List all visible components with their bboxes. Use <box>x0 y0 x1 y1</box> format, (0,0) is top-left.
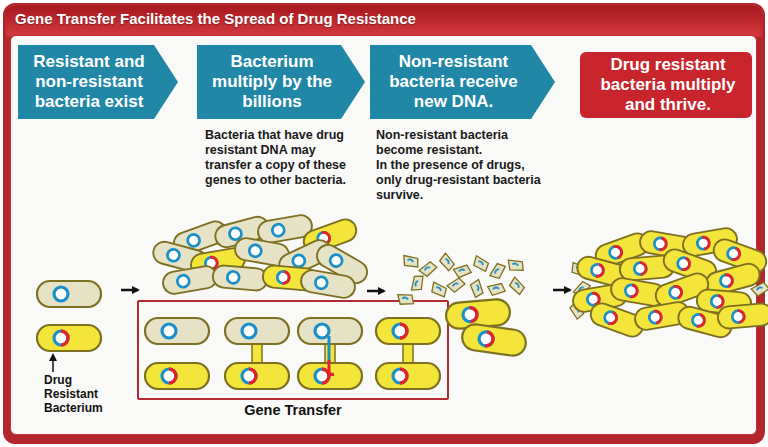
bacterium-resistant <box>633 300 690 331</box>
shape-label: Resistant and non-resistant bacteria exi… <box>18 45 178 119</box>
title-text: Gene Transfer Facilitates the Spread of … <box>15 10 416 28</box>
stage-arrow: Resistant and non-resistant bacteria exi… <box>18 45 178 128</box>
bacterium-plain <box>313 241 371 287</box>
cell-debris <box>446 277 466 294</box>
stage-note: Non-resistant bacteria become resistant. <box>376 128 551 158</box>
bacterium-resistant <box>704 261 762 296</box>
cell-debris <box>470 279 484 298</box>
cell-debris <box>569 300 585 320</box>
bacterium-plain <box>37 281 101 307</box>
stage-note: Bacteria that have drug resistant DNA ma… <box>205 128 347 188</box>
arrow-shape <box>18 45 178 119</box>
bacterium-resistant <box>661 246 720 285</box>
box-shape <box>580 52 752 118</box>
bacterium-resistant <box>571 282 628 313</box>
bacterium-resistant <box>145 363 209 389</box>
bacterium-resistant <box>189 246 246 277</box>
stage-arrow: Bacterium multiply by the billionsBacter… <box>197 45 365 188</box>
cell-debris <box>569 261 589 279</box>
bacterium-plain <box>233 236 290 267</box>
cell-debris <box>429 280 449 299</box>
step-arrow <box>553 289 570 292</box>
cell-debris <box>418 260 438 278</box>
bacterium-plain <box>256 213 313 244</box>
bacterium-plain <box>299 268 356 299</box>
bacterium-resistant <box>461 323 528 358</box>
bacterium-plain <box>276 236 335 279</box>
shape-label: Bacterium multiply by the billions <box>197 45 365 119</box>
cell-debris <box>453 265 472 279</box>
cell-debris <box>410 273 426 293</box>
bacterium-resistant <box>681 226 738 257</box>
cell-debris <box>507 276 526 296</box>
leader-arrow <box>52 355 54 372</box>
bacterium-plain <box>145 318 209 344</box>
bacterium-resistant <box>445 298 511 329</box>
step-arrow <box>121 289 138 292</box>
stage-heading: Resistant and non-resistant bacteria exi… <box>22 52 156 112</box>
step-arrow <box>367 290 384 293</box>
bacterium-plain <box>212 265 268 292</box>
bacterium-resistant <box>676 304 734 339</box>
stage-heading: Drug resistant bacteria multiply and thr… <box>584 55 752 115</box>
bacterium-resistant <box>298 363 362 389</box>
cell-debris <box>471 254 491 273</box>
stage-note: In the presence of drugs, only drug-resi… <box>376 158 551 203</box>
arrow-shape <box>370 45 555 119</box>
bacterium-resistant <box>696 289 752 316</box>
cell-debris <box>488 261 507 281</box>
dna-strand-gene <box>329 360 334 375</box>
conjugation-bridge <box>403 341 413 365</box>
bacterium-plain <box>161 264 218 295</box>
bacterium-plain <box>151 239 209 274</box>
bacterium-resistant <box>638 229 695 260</box>
bacterium-resistant <box>301 216 360 255</box>
result-box: Drug resistant bacteria multiply and thr… <box>580 52 752 127</box>
bacterium-resistant <box>575 254 633 289</box>
bacterium-plain <box>171 218 230 257</box>
bacterium-resistant <box>619 255 675 282</box>
cell-debris <box>438 252 456 272</box>
dna-strand <box>328 336 331 362</box>
bacterium-plain <box>213 214 271 249</box>
bacterium-resistant <box>37 325 101 351</box>
bacterium-resistant <box>717 303 768 330</box>
bacterium-resistant <box>593 230 652 269</box>
arrow-shape <box>197 45 365 119</box>
conjugation-bridge <box>252 341 262 365</box>
bacterium-resistant <box>262 265 318 292</box>
stage-heading: Bacterium multiply by the billions <box>201 52 343 112</box>
bacterium-resistant <box>225 363 289 389</box>
cell-debris <box>506 258 525 273</box>
bacterium-resistant <box>588 300 647 339</box>
group-label: Gene Transfer <box>137 402 449 419</box>
bacterium-resistant <box>376 318 440 344</box>
bacterium-plain <box>225 318 289 344</box>
shape-label: Drug resistant bacteria multiply and thr… <box>580 52 752 118</box>
cell-debris <box>401 254 421 270</box>
cell-debris <box>750 281 768 297</box>
stage-arrow: Non-resistant bacteria receive new DNA. N… <box>370 45 555 203</box>
conjugation-bridge <box>325 341 335 365</box>
gene-transfer-box: Gene Transfer <box>137 300 449 420</box>
stage-heading: Non-resistant bacteria receive new DNA. <box>374 52 533 112</box>
bacterium-plain <box>298 318 362 344</box>
bacterium-resistant <box>653 270 712 309</box>
box-outline <box>137 300 449 400</box>
cell-debris <box>572 280 592 299</box>
cell-debris <box>488 283 506 295</box>
callout-label: Drug Resistant Bacterium <box>44 373 120 415</box>
bacterium-resistant <box>609 276 666 307</box>
shape-label: Non-resistant bacteria receive new DNA. <box>370 45 555 119</box>
bacterium-resistant <box>711 236 768 275</box>
bacterium-resistant <box>376 363 440 389</box>
